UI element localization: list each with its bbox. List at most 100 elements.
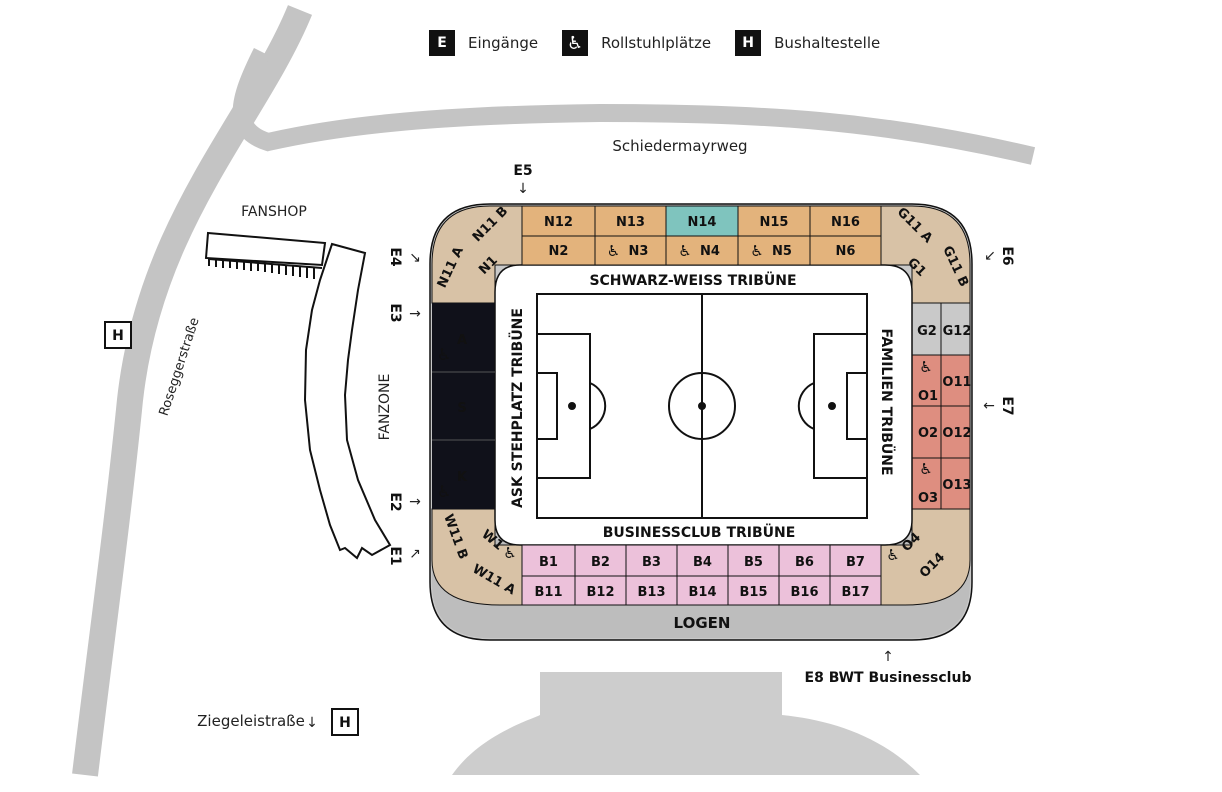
section-b17[interactable] — [829, 575, 882, 606]
stand-east-label: FAMILIEN TRIBÜNE — [878, 328, 896, 475]
section-label-b1: B1 — [539, 555, 558, 570]
section-label-b11: B11 — [535, 585, 563, 600]
section-label-b5: B5 — [744, 555, 763, 570]
entrance-e4-arrow: ↘ — [409, 250, 421, 266]
bus-stop-west: H — [104, 321, 132, 349]
section-label-b6: B6 — [795, 555, 814, 570]
section-b16[interactable] — [778, 575, 831, 606]
section-label-a: A — [457, 333, 467, 348]
section-label-n4: N4 — [700, 244, 720, 259]
legend-wheelchair-label: Rollstuhlplätze — [601, 34, 712, 52]
wheelchair-icon: ♿ — [678, 242, 691, 260]
bus-stop-west-box — [104, 321, 132, 349]
section-b4[interactable] — [676, 544, 729, 577]
section-label-b3: B3 — [642, 555, 661, 570]
bus-stop-legend-icon: H — [735, 30, 762, 56]
goal-box-right — [846, 372, 868, 440]
wheelchair-icon: ♿ — [750, 242, 763, 260]
legend-entrances: E Eingänge — [429, 30, 538, 56]
bus-stop-south-icon: H — [339, 715, 351, 731]
wheelchair-icon: ♿ — [886, 546, 899, 564]
section-n5[interactable] — [737, 235, 811, 266]
logen-label: LOGEN — [674, 614, 731, 632]
section-label-n3: N3 — [629, 244, 649, 259]
section-label-s: S — [457, 401, 466, 416]
penalty-spot-left — [568, 402, 576, 410]
section-label-b13: B13 — [638, 585, 666, 600]
entrance-e1: E1 — [387, 546, 403, 565]
pitch — [536, 293, 868, 519]
entrance-e2-arrow: → — [409, 494, 421, 510]
street-west: Roseggerstraße — [157, 316, 203, 418]
section-label-o13: O13 — [942, 478, 971, 493]
road-west — [72, 5, 313, 777]
section-label-o3: O3 — [918, 491, 938, 506]
legend-busstop: H Bushaltestelle — [735, 30, 880, 56]
entrances: E5 ↓ E4 ↘ E3 → E2 → E1 ↗ E6 ↙ E7 ← ↑ E8 … — [387, 163, 1015, 686]
section-n16[interactable] — [809, 205, 882, 237]
fanshop-outline — [204, 231, 327, 267]
section-label-g2: G2 — [917, 324, 937, 339]
entrance-e5: E5 — [513, 163, 532, 179]
stand-north-label: SCHWARZ-WEISS TRIBÜNE — [589, 271, 796, 289]
legend-entrances-label: Eingänge — [468, 34, 539, 52]
section-n4[interactable] — [665, 235, 739, 266]
west-block — [432, 303, 495, 509]
section-label-o12: O12 — [942, 426, 971, 441]
penalty-arc-left — [589, 382, 607, 430]
section-n14[interactable] — [665, 205, 739, 237]
stand-west-label: ASK STEHPLATZ TRIBÜNE — [508, 308, 526, 508]
wheelchair-icon: ♿ — [437, 482, 451, 501]
section-label-n14: N14 — [688, 215, 717, 230]
section-label-b4: B4 — [693, 555, 712, 570]
fanshop-label: FANSHOP — [241, 204, 307, 220]
entrance-e1-arrow: ↗ — [409, 546, 421, 562]
section-label-o1: O1 — [918, 389, 938, 404]
section-label-k: K — [457, 470, 468, 485]
goal-box-left — [536, 372, 558, 440]
wheelchair-icon: ♿ — [607, 242, 620, 260]
bus-stop-west-icon: H — [112, 328, 124, 344]
entrance-e6: E6 — [999, 246, 1015, 265]
section-label-b17: B17 — [842, 585, 870, 600]
section-label-n15: N15 — [760, 215, 789, 230]
entrance-e4: E4 — [387, 247, 403, 267]
section-label-b12: B12 — [587, 585, 615, 600]
entrance-e5-arrow: ↓ — [517, 181, 529, 197]
bus-stop-south: H — [331, 708, 359, 736]
section-label-b16: B16 — [791, 585, 819, 600]
street-north: Schiedermayrweg — [612, 137, 747, 155]
penalty-spot-right — [828, 402, 836, 410]
section-label-n12: N12 — [544, 215, 573, 230]
wheelchair-icon: ♿ — [503, 544, 516, 562]
section-label-b15: B15 — [740, 585, 768, 600]
center-circle — [668, 372, 736, 440]
section-label-o11: O11 — [942, 375, 971, 390]
entrance-e8: E8 BWT Businessclub — [805, 670, 972, 686]
section-b11[interactable] — [521, 575, 576, 606]
section-n2[interactable] — [521, 235, 596, 266]
wheelchair-icon: ♿ — [437, 345, 451, 364]
section-n15[interactable] — [737, 205, 811, 237]
center-spot — [698, 402, 706, 410]
entrance-e8-arrow: ↑ — [882, 649, 894, 665]
section-label-b2: B2 — [591, 555, 610, 570]
section-label-o2: O2 — [918, 426, 938, 441]
fanzone-building — [303, 242, 392, 560]
section-label-b7: B7 — [846, 555, 865, 570]
section-label-b14: B14 — [689, 585, 717, 600]
roads — [72, 5, 1036, 777]
fanshop-stripes — [208, 258, 323, 279]
section-n6[interactable] — [809, 235, 882, 266]
entrance-e3-arrow: → — [409, 306, 421, 322]
entrance-e2: E2 — [387, 492, 403, 511]
parking-lot — [452, 672, 920, 775]
street-south: Ziegeleistraße — [197, 712, 305, 730]
section-b13[interactable] — [625, 575, 678, 606]
fanzone-label: FANZONE — [377, 374, 393, 441]
fanshop-building — [204, 231, 392, 560]
stand-south-label: BUSINESSCLUB TRIBÜNE — [603, 523, 796, 541]
penalty-arc-right — [797, 382, 815, 430]
section-label-n13: N13 — [616, 215, 645, 230]
